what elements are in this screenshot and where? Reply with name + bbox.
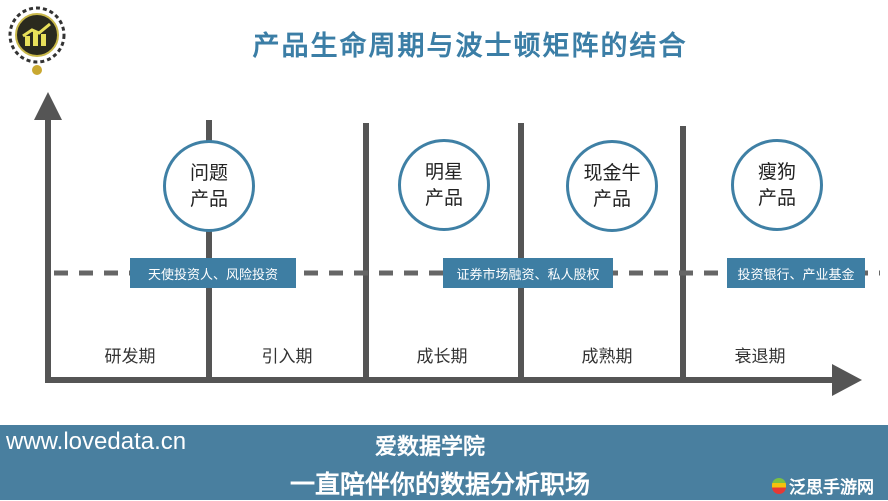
phase-label: 成熟期	[581, 347, 633, 367]
phase-label: 研发期	[104, 347, 156, 367]
page-title: 产品生命周期与波士顿矩阵的结合	[252, 31, 688, 62]
footer-brand: 爱数据学院	[374, 435, 485, 460]
quadrant-cash-cow: 现金牛 产品	[566, 140, 658, 232]
logo	[6, 4, 68, 76]
quadrant-question: 问题 产品	[163, 140, 255, 232]
y-axis-arrow-icon	[34, 92, 62, 120]
footer-slogan: 一直陪伴你的数据分析职场	[289, 470, 590, 499]
phase-label: 成长期	[416, 347, 468, 367]
x-axis-arrow-icon	[832, 364, 862, 396]
apple-logo-icon	[772, 477, 786, 494]
footer-banner: www.lovedata.cn 爱数据学院 一直陪伴你的数据分析职场 泛思手游网	[0, 425, 888, 500]
phase-label: 引入期	[261, 347, 313, 367]
watermark: 泛思手游网	[772, 473, 874, 498]
financing-box: 天使投资人、风险投资	[130, 258, 296, 288]
footer-url[interactable]: www.lovedata.cn	[6, 428, 187, 455]
financing-box: 投资银行、产业基金	[727, 258, 865, 288]
quadrant-star: 明星 产品	[398, 139, 490, 231]
phase-label: 衰退期	[734, 347, 786, 367]
quadrant-dog: 瘦狗 产品	[731, 139, 823, 231]
financing-box: 证券市场融资、私人股权	[443, 258, 613, 288]
watermark-text: 泛思手游网	[789, 478, 874, 498]
